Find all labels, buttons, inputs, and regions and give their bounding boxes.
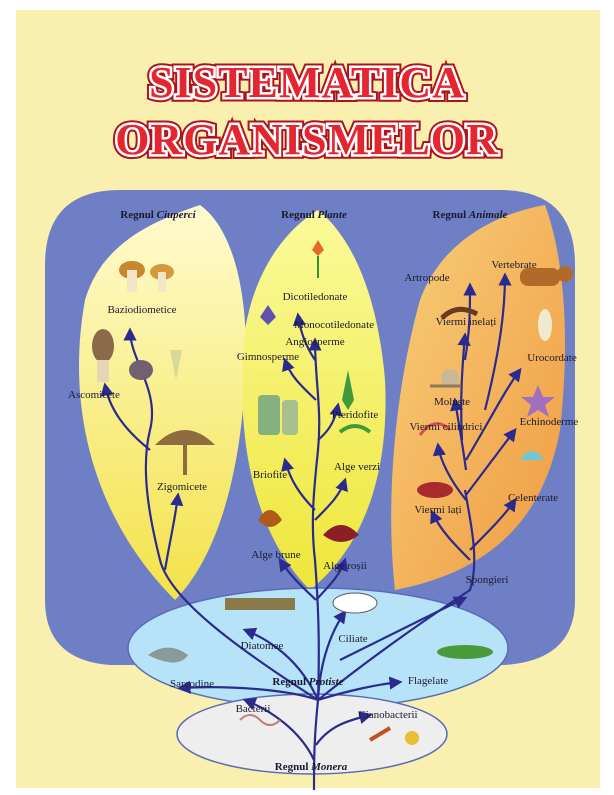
fungus-cluster-illustration — [129, 350, 182, 380]
monera-group-labels: Bacterii Cianobacterii Regnul Monera — [236, 703, 418, 773]
protist-group-labels: Diatomee Ciliate Sarcodine Flagelate Reg… — [170, 633, 448, 690]
label-sarcodine: Sarcodine — [170, 678, 214, 690]
label-viermi-lati: Viermi lați — [414, 504, 461, 516]
roundworm-illustration — [418, 422, 452, 436]
label-moluste: Moluște — [434, 396, 470, 408]
svg-text:ORGANISMELOR: ORGANISMELOR — [115, 115, 499, 164]
label-angiosperme: Angiosperme — [285, 336, 344, 348]
label-bacterii: Bacterii — [236, 703, 271, 715]
label-urocordate: Urocordate — [527, 352, 577, 364]
kingdom-fungi-label: Regnul Ciuperci — [120, 209, 196, 221]
monera-ellipse — [176, 693, 448, 775]
red-algae-illustration — [323, 525, 359, 542]
label-gimnosperme: Gimnosperme — [237, 351, 299, 363]
flower-illustration — [312, 240, 324, 278]
phylogeny-branches — [100, 272, 522, 791]
label-ascomicete: Ascomicete — [68, 389, 120, 401]
label-diatomee: Diatomee — [241, 640, 284, 652]
cyanobacteria-illustration — [368, 726, 419, 745]
poster-title: SISTEMATICA SISTEMATICA ORGANISMELOR ORG… — [111, 54, 503, 169]
animal-group-labels: Artropode Vertebrate Viermi inelați Uroc… — [404, 259, 578, 586]
kingdom-monera-label: Regnul Monera — [275, 761, 348, 773]
brown-algae-illustration — [258, 510, 282, 527]
label-monocotiledonate: Monocotiledonate — [294, 319, 374, 331]
svg-text:SISTEMATICA: SISTEMATICA — [149, 58, 465, 107]
label-alge-rosii: Alge roșii — [323, 560, 367, 572]
kingdom-protists-label: Regnul Protiste — [272, 676, 343, 688]
iris-illustration — [260, 305, 276, 325]
label-alge-brune: Alge brune — [251, 549, 300, 561]
label-zigomicete: Zigomicete — [157, 481, 207, 493]
worm-illustration — [440, 306, 479, 320]
title-line-1: SISTEMATICA — [149, 58, 465, 107]
fungi-group-labels: Baziodiometice Ascomicete Zigomicete — [68, 304, 207, 493]
label-artropode: Artropode — [404, 272, 449, 284]
bacteria-illustration — [239, 714, 281, 726]
amoeba-illustration — [148, 647, 188, 663]
label-cianobacterii: Cianobacterii — [358, 709, 417, 721]
kingdom-plants-label: Regnul Plante — [281, 209, 347, 221]
flagellate-illustration — [437, 645, 493, 659]
label-pteridofite: Pteridofite — [332, 409, 379, 421]
label-vertebrate: Vertebrate — [491, 259, 536, 271]
kingdom-animals-label: Regnul Animale — [433, 209, 508, 221]
label-briofite: Briofite — [253, 469, 287, 481]
mushroom-illustration — [119, 261, 174, 292]
morel-illustration — [92, 329, 114, 382]
label-viermi-cilindrici: Viermi cilindrici — [410, 421, 483, 433]
label-celenterate: Celenterate — [508, 492, 558, 504]
conifer-illustration — [258, 395, 298, 435]
urochordate-illustration — [538, 309, 552, 341]
flatworm-illustration — [417, 482, 453, 498]
jellyfish-illustration — [520, 451, 544, 460]
plants-leaf — [242, 210, 386, 590]
dog-illustration — [520, 266, 573, 286]
label-spongieri: Spongieri — [466, 574, 509, 586]
label-ciliate: Ciliate — [338, 633, 367, 645]
label-flagelate: Flagelate — [408, 675, 448, 687]
snail-illustration — [430, 369, 460, 388]
label-alge-verzi: Alge verzi — [334, 461, 380, 473]
title-line-2: ORGANISMELOR — [115, 115, 499, 164]
mold-illustration — [155, 430, 215, 475]
ciliate-illustration — [332, 592, 378, 614]
label-echinoderme: Echinoderme — [520, 416, 579, 428]
fungi-leaf — [79, 205, 246, 600]
label-baziodiomicete: Baziodiometice — [107, 304, 176, 316]
label-dicotiledonate: Dicotiledonate — [283, 291, 348, 303]
label-viermi-inelati: Viermi inelați — [436, 316, 497, 328]
plant-group-labels: Dicotiledonate Monocotiledonate Angiospe… — [237, 291, 380, 572]
starfish-illustration — [521, 385, 555, 417]
fern-illustration — [338, 370, 372, 434]
diatom-illustration — [225, 598, 295, 610]
